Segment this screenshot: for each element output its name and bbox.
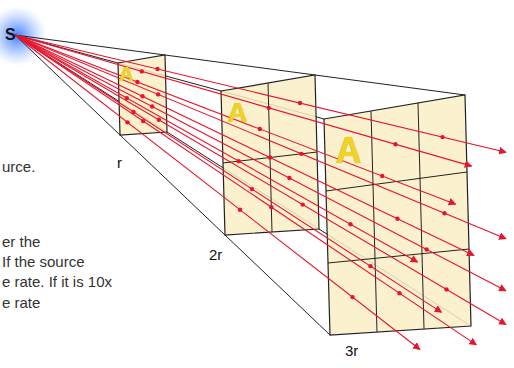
frame-edge [15, 35, 465, 95]
ray-hit-dot [268, 155, 272, 159]
distance-label: 3r [345, 343, 358, 360]
ray-hit-dot [125, 96, 129, 100]
light-ray [15, 35, 506, 291]
ray-hit-dot [368, 264, 372, 268]
light-ray [15, 35, 506, 152]
distance-label: 2r [209, 247, 222, 264]
ray-hit-dot [393, 142, 397, 146]
ray-hit-dot [298, 101, 302, 105]
light-ray [15, 35, 418, 262]
text-fragment: e rate. If it is 10x [2, 274, 112, 291]
light-ray [15, 35, 506, 239]
ray-hit-dot [269, 205, 273, 209]
ray-hit-dot [444, 287, 448, 291]
ray-hit-dot [131, 110, 135, 114]
text-fragment: If the source [2, 254, 85, 271]
ray-hit-dot [397, 291, 401, 295]
ray-hit-dot [135, 80, 139, 84]
ray-hit-dot [442, 211, 446, 215]
light-ray [15, 35, 476, 345]
area-panel [118, 55, 167, 135]
text-fragment: e rate [2, 295, 40, 312]
text-fragment: er the [2, 234, 40, 251]
area-letter-box: A [334, 133, 364, 169]
ray-hit-dot [150, 104, 154, 108]
light-ray [15, 35, 442, 312]
ray-hit-dot [140, 69, 144, 73]
ray-hit-dot [157, 118, 161, 122]
light-ray [15, 35, 474, 256]
ray-hit-dot [350, 295, 354, 299]
ray-hit-dot [236, 159, 240, 163]
grid-line [223, 152, 317, 163]
ray-hit-dot [266, 106, 270, 110]
area-letter: A [227, 99, 247, 127]
ray-hit-dot [395, 217, 399, 221]
ray-hit-dot [348, 222, 352, 226]
text-fragment: urce. [2, 159, 35, 176]
ray-hit-dot [300, 202, 304, 206]
ray-hit-dot [299, 152, 303, 156]
area-letter-box: A [225, 99, 249, 127]
area-letter-box: A [117, 64, 135, 84]
ray-hit-dot [424, 247, 428, 251]
ray-hit-dot [380, 174, 384, 178]
ray-hit-dot [141, 119, 145, 123]
area-letter: A [336, 133, 362, 169]
ray-hit-dot [258, 127, 262, 131]
ray-hit-dot [156, 92, 160, 96]
source-label: S [5, 26, 16, 44]
ray-hit-dot [238, 208, 242, 212]
ray-hit-dot [140, 94, 144, 98]
ray-hit-dot [440, 135, 444, 139]
area-letter: A [119, 64, 133, 84]
ray-hit-dot [125, 120, 129, 124]
ray-hit-dot [287, 176, 291, 180]
light-ray [15, 35, 472, 166]
distance-label: r [117, 155, 122, 172]
light-ray [15, 35, 420, 350]
grid-line [418, 103, 424, 329]
ray-hit-dot [250, 187, 254, 191]
ray-hit-dot [155, 67, 159, 71]
grid-line [268, 83, 272, 232]
